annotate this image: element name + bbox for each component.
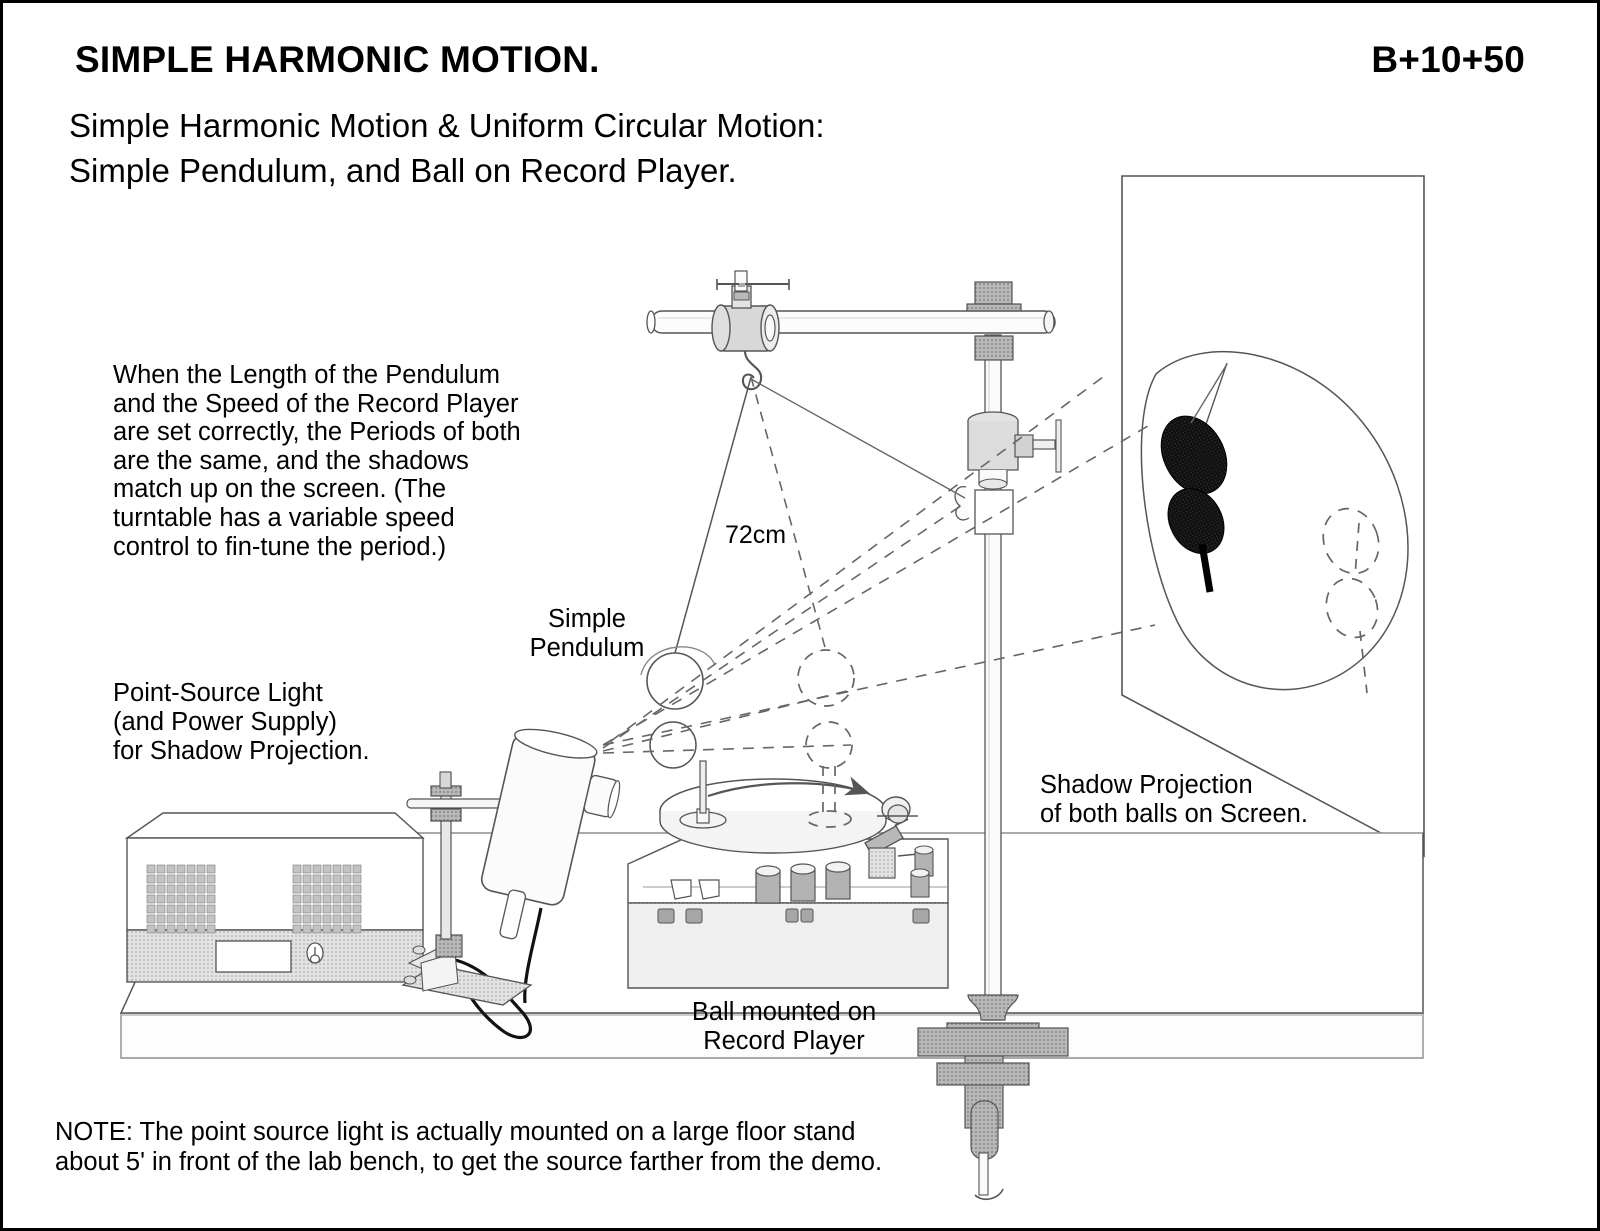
record-label-line-2: Record Player bbox=[703, 1027, 865, 1055]
description-line-6: turntable has a variable speed bbox=[113, 503, 455, 532]
pendulum bbox=[640, 376, 827, 710]
turntable-ball-assembly bbox=[649, 721, 727, 829]
light-stand-base bbox=[401, 934, 533, 1006]
pendulum-label-line-1: Simple bbox=[548, 605, 626, 633]
ball-rod bbox=[699, 760, 707, 814]
record-player bbox=[627, 776, 949, 989]
light-stand-rod bbox=[440, 772, 452, 940]
control-buttons[interactable] bbox=[657, 908, 930, 924]
note-line-1: NOTE: The point source light is actually… bbox=[55, 1118, 856, 1146]
description-line-7: control to fin-tune the period.) bbox=[113, 532, 447, 561]
pendulum-bob-ghost bbox=[797, 649, 855, 707]
page-title: SIMPLE HARMONIC MOTION. bbox=[75, 39, 600, 80]
description-line-5: match up on the screen. (The bbox=[113, 475, 447, 504]
turntable-ball bbox=[649, 721, 697, 769]
pendulum-hook bbox=[741, 350, 763, 391]
footer-note: NOTE: The point source light is actually… bbox=[55, 1118, 882, 1177]
description-line-2: and the Speed of the Record Player bbox=[113, 389, 519, 418]
shadow-ghost-upper bbox=[1322, 507, 1380, 575]
turntable-ball-ghost bbox=[805, 721, 853, 828]
crossbar bbox=[646, 310, 1056, 334]
catalog-code: B+10+50 bbox=[1371, 39, 1525, 80]
label-simple-pendulum: Simple Pendulum bbox=[513, 605, 661, 663]
control-levers[interactable] bbox=[670, 879, 720, 900]
subtitle-line-2: Simple Pendulum, and Ball on Record Play… bbox=[69, 152, 737, 189]
vent-grille-left bbox=[146, 864, 216, 934]
light-label-line-2: (and Power Supply) bbox=[113, 708, 337, 736]
label-point-source-light: Point-Source Light (and Power Supply) fo… bbox=[113, 679, 370, 766]
light-label-line-1: Point-Source Light bbox=[113, 679, 323, 707]
ray-solid-guides bbox=[750, 363, 1228, 499]
point-source-light bbox=[401, 728, 621, 1006]
power-supply-knob[interactable] bbox=[306, 942, 324, 964]
shadow-label-line-2: of both balls on Screen. bbox=[1040, 800, 1308, 828]
shadow-label-line-1: Shadow Projection bbox=[1040, 771, 1253, 799]
note-line-2: about 5' in front of the lab bench, to g… bbox=[55, 1147, 883, 1176]
description-line-3: are set correctly, the Periods of both bbox=[113, 418, 521, 447]
tonearm[interactable] bbox=[864, 796, 929, 879]
page-subtitle: Simple Harmonic Motion & Uniform Circula… bbox=[69, 103, 825, 193]
control-knobs[interactable] bbox=[755, 845, 934, 904]
apparatus-illustration bbox=[119, 175, 1425, 1201]
projection-screen bbox=[1121, 175, 1425, 858]
rod-clamp bbox=[954, 411, 1062, 535]
pendulum-label-line-2: Pendulum bbox=[529, 634, 645, 662]
shadow-pendulum-bob bbox=[1160, 415, 1228, 495]
description-line-1: When the Length of the Pendulum bbox=[113, 361, 501, 389]
support-stand bbox=[917, 281, 1069, 1201]
label-pendulum-length: 72cm bbox=[725, 521, 787, 549]
shadow-ghost-lower bbox=[1325, 577, 1379, 639]
lamp-housing bbox=[480, 728, 621, 940]
swing-arc bbox=[640, 646, 716, 676]
record-label-line-1: Ball mounted on bbox=[691, 998, 877, 1026]
floor-stand-base bbox=[917, 994, 1069, 1201]
description-line-4: are the same, and the shadows bbox=[113, 446, 469, 475]
light-rays bbox=[602, 376, 1156, 754]
pendulum-clamp bbox=[711, 270, 790, 391]
lamp-cable bbox=[523, 907, 543, 1004]
label-shadow-projection: Shadow Projection of both balls on Scree… bbox=[1040, 771, 1308, 829]
description-paragraph: When the Length of the Pendulum and the … bbox=[113, 361, 571, 561]
light-label-line-3: for Shadow Projection. bbox=[113, 737, 370, 765]
subtitle-line-1: Simple Harmonic Motion & Uniform Circula… bbox=[69, 107, 825, 144]
rotation-arrow bbox=[707, 776, 871, 798]
power-supply-unit bbox=[124, 812, 425, 983]
shadow-ball-rod bbox=[1198, 543, 1214, 593]
pendulum-string bbox=[674, 376, 752, 654]
power-supply-display bbox=[215, 940, 292, 973]
vent-grille-right bbox=[292, 864, 362, 934]
shadow-turntable-ball bbox=[1167, 488, 1225, 554]
label-ball-on-record-player: Ball mounted on Record Player bbox=[679, 998, 889, 1056]
